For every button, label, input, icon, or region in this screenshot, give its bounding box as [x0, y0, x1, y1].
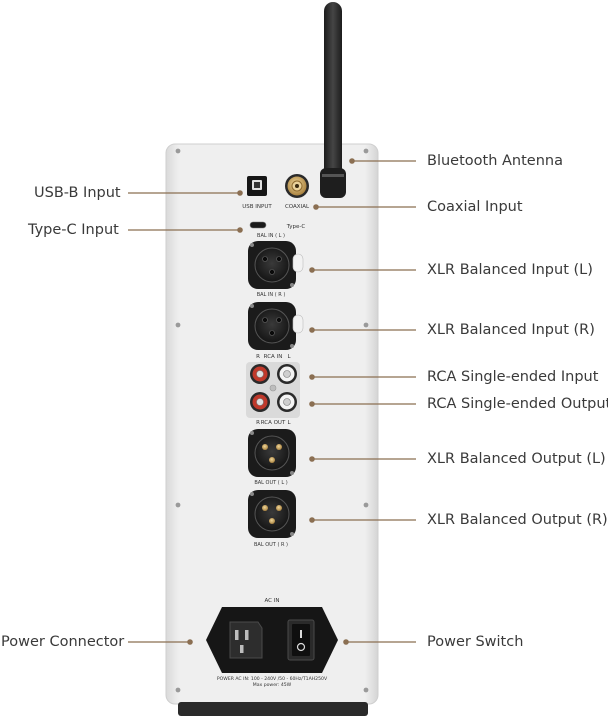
callout-xlr-balanced-input-r: XLR Balanced Input (R) — [427, 322, 595, 338]
bal-in-r-label: BAL IN ( R ) — [257, 292, 286, 298]
xlr-output-l-jack — [248, 429, 296, 477]
callout-coaxial-input: Coaxial Input — [427, 199, 523, 215]
callout-power-connector: Power Connector — [1, 634, 125, 650]
max-power-text: Max power: 45W — [253, 682, 292, 688]
usb-b-port — [247, 176, 267, 196]
chassis-screws — [175, 148, 369, 693]
coaxial-label: COAXIAL — [285, 204, 310, 210]
rca-center-screw — [269, 384, 277, 392]
antenna — [320, 2, 346, 198]
rca-out-l-label: L — [287, 420, 291, 426]
type-c-port — [249, 221, 267, 229]
callout-power-switch: Power Switch — [427, 634, 524, 650]
type-c-label: Type-C — [286, 224, 306, 230]
rca-in-label: RCA IN — [264, 354, 283, 360]
bal-out-r-label: BAL OUT ( R ) — [254, 542, 288, 548]
xlr-output-r-jack — [248, 490, 296, 538]
callout-type-c-input: Type-C Input — [28, 222, 119, 238]
ac-in-label: AC IN — [265, 598, 280, 604]
callout-bluetooth-antenna: Bluetooth Antenna — [427, 153, 563, 169]
callout-xlr-balanced-input-l: XLR Balanced Input (L) — [427, 262, 593, 278]
rca-output-jacks — [250, 392, 297, 412]
xlr-input-r-jack — [248, 302, 304, 350]
callout-xlr-balanced-output-r: XLR Balanced Output (R) — [427, 512, 608, 528]
rca-in-r-label: R — [256, 354, 260, 360]
callout-xlr-balanced-output-l: XLR Balanced Output (L) — [427, 451, 606, 467]
usb-input-label: USB INPUT — [242, 204, 272, 210]
coaxial-port — [285, 174, 309, 198]
rca-out-label: RCA OUT — [261, 420, 286, 426]
callout-rca-single-ended-input: RCA Single-ended Input — [427, 369, 599, 385]
callout-usb-b-input: USB-B Input — [34, 185, 121, 201]
bal-in-l-label: BAL IN ( L ) — [257, 233, 285, 239]
xlr-input-l-jack — [248, 241, 304, 289]
leader-lines — [128, 158, 416, 645]
power-rating-text: POWER AC IN: 100 - 240V /50 - 60Hz/T1AH2… — [217, 676, 328, 682]
bal-out-l-label: BAL OUT ( L ) — [254, 480, 287, 486]
chassis-foot — [178, 702, 368, 716]
rca-in-l-label: L — [287, 354, 291, 360]
power-module — [206, 607, 338, 673]
rca-out-r-label: R — [256, 420, 260, 426]
callout-rca-single-ended-output: RCA Single-ended Output — [427, 396, 608, 412]
